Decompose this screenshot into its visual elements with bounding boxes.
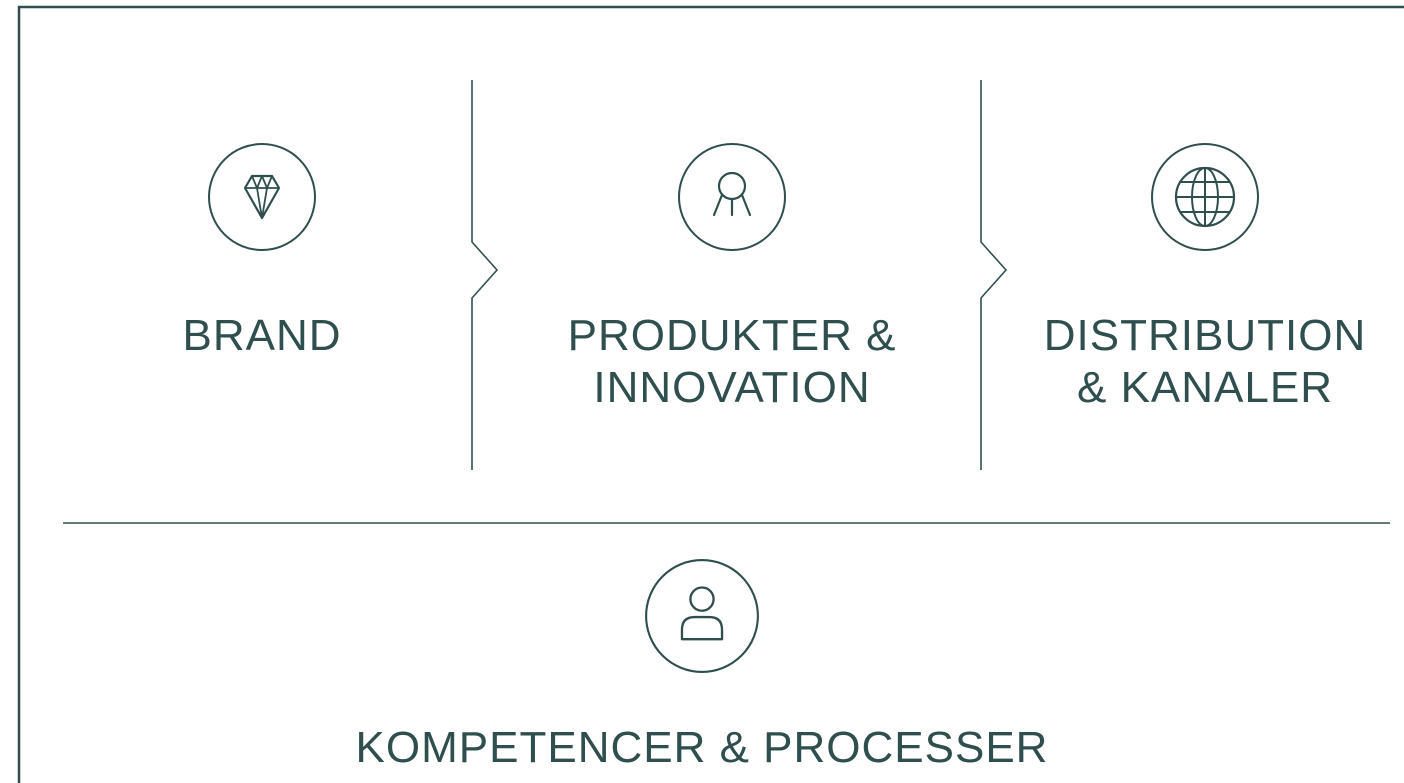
pillar-label: PRODUKTER & INNOVATION [567,311,897,412]
globe-icon [1151,143,1259,251]
foundation: KOMPETENCER & PROCESSER [356,558,1047,774]
person-icon [645,559,759,673]
chevron-divider-1 [471,80,499,470]
lamp-icon [678,143,786,251]
diamond-icon [208,143,316,251]
pillar-label: DISTRIBUTION & KANALER [1043,311,1367,412]
foundation-label: KOMPETENCER & PROCESSER [355,723,1049,772]
chevron-divider-2 [980,80,1008,470]
pillar-brand: BRAND [162,142,362,362]
pillar-produkter-innovation: PRODUKTER & INNOVATION [568,142,895,414]
pillar-distribution-kanaler: DISTRIBUTION & KANALER [1040,142,1370,414]
pillar-label: BRAND [182,311,342,360]
